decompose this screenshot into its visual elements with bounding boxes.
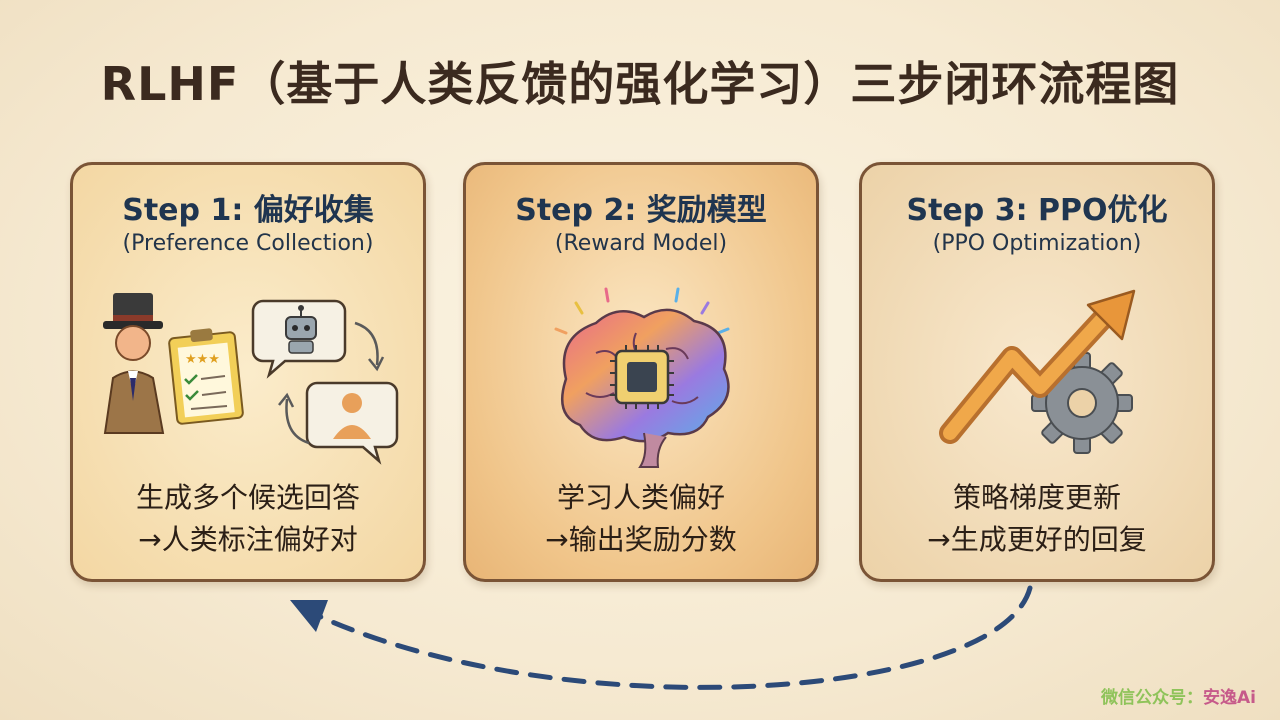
person-chat-icon [305,381,399,465]
step-3-desc-line-2: →生成更好的回复 [927,523,1147,556]
gear-icon [1031,352,1133,454]
step-2-desc-line-1: 学习人类偏好 [556,481,725,514]
step-2-illustration [554,287,730,468]
clipboard-star-icon: ★★★ [168,328,244,425]
step-2-subtitle: (Reward Model) [554,231,728,256]
brain-chip-icon [554,287,730,468]
step-1-description: 生成多个候选回答 →人类标注偏好对 [73,477,423,561]
watermark-label: 微信公众号： [1101,688,1204,708]
step-3-illustration [939,289,1136,454]
step-1-subtitle: (Preference Collection) [122,231,374,256]
annotator-person-icon [103,293,165,434]
step-2-card: Step 2: 奖励模型 (Reward Model) [463,162,819,582]
step-1-title: Step 1: 偏好收集 [122,193,374,228]
step-3-title: Step 3: PPO优化 [906,193,1168,228]
watermark: 微信公众号：安逸Ai [1101,683,1256,708]
step-3-card: Step 3: PPO优化 (PPO Optimization) [859,162,1215,582]
step-2-description: 学习人类偏好 →输出奖励分数 [466,477,816,561]
step-2-desc-line-2: →输出奖励分数 [545,523,737,556]
cycle-arrow-icon [278,321,385,445]
page-title: RLHF（基于人类反馈的强化学习）三步闭环流程图 [100,57,1180,111]
robot-chat-icon [251,299,347,379]
step-2-title: Step 2: 奖励模型 [515,193,767,228]
growth-arrow-icon [939,289,1136,444]
step-1-desc-line-2: →人类标注偏好对 [138,523,358,556]
step-1-desc-line-1: 生成多个候选回答 [135,481,360,514]
step-1-card: Step 1: 偏好收集 (Preference Collection) ★★★ [70,162,426,582]
step-3-description: 策略梯度更新 →生成更好的回复 [862,477,1212,561]
step-3-desc-line-1: 策略梯度更新 [952,481,1121,514]
svg-text:★★★: ★★★ [185,352,220,367]
step-1-illustration: ★★★ [103,293,399,465]
watermark-ai: Ai [1237,688,1256,708]
step-3-subtitle: (PPO Optimization) [932,231,1142,256]
watermark-name: 安逸 [1203,688,1238,708]
